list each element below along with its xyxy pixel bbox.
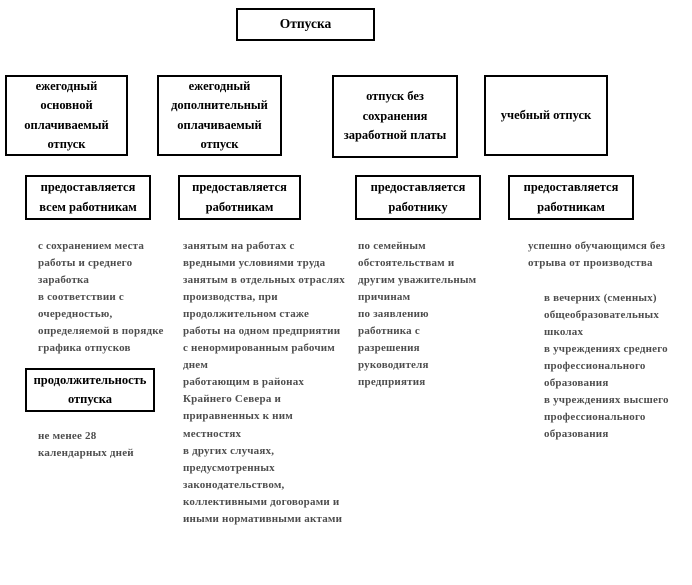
branch-box-annual-additional: ежегодный дополнительный оплачиваемый от… bbox=[157, 75, 282, 156]
branch-title-unpaid: отпуск без сохранения заработной платы bbox=[343, 89, 447, 143]
branch-box-study: учебный отпуск bbox=[484, 75, 608, 156]
branch-title-annual-additional: ежегодный дополнительный оплачиваемый от… bbox=[171, 78, 268, 151]
provided-box-annual-basic: предоставляется всем работникам bbox=[25, 175, 151, 220]
provided-box-study: предоставляется работникам bbox=[508, 175, 634, 220]
note-study-list: в вечерних (сменных) общеобразовательных… bbox=[544, 292, 669, 441]
root-box-label: Отпуска bbox=[279, 16, 332, 32]
root-box-otpuska: Отпуска bbox=[236, 8, 375, 41]
provided-label-annual-additional: предоставляется работникам bbox=[192, 180, 287, 214]
branch-title-annual-basic: ежегодный основной оплачиваемый отпуск bbox=[24, 78, 109, 151]
note-study-intro: успешно обучающимся без отрыва от произв… bbox=[528, 240, 666, 270]
provided-label-unpaid: предоставляется работнику bbox=[370, 180, 466, 214]
branch-title-study: учебный отпуск bbox=[500, 107, 592, 122]
note-annual-basic: с сохранением места работы и среднего за… bbox=[38, 240, 164, 355]
provided-box-annual-additional: предоставляется работникам bbox=[178, 175, 301, 220]
branch-box-unpaid: отпуск без сохранения заработной платы bbox=[332, 75, 458, 158]
duration-box-label: продолжительность отпуска bbox=[33, 372, 147, 406]
provided-label-annual-basic: предоставляется всем работникам bbox=[39, 180, 137, 214]
note-study-group: успешно обучающимся без отрыва от произв… bbox=[528, 238, 678, 444]
note-unpaid: по семейным обстоятельствам и другим ува… bbox=[358, 240, 477, 389]
note-duration: не менее 28 календарных дней bbox=[38, 430, 134, 460]
provided-box-unpaid: предоставляется работнику bbox=[355, 175, 481, 220]
note-annual-additional: занятым на работах с вредными условиями … bbox=[183, 240, 345, 525]
duration-box: продолжительность отпуска bbox=[25, 368, 155, 412]
provided-label-study: предоставляется работникам bbox=[523, 180, 619, 214]
branch-box-annual-basic: ежегодный основной оплачиваемый отпуск bbox=[5, 75, 128, 156]
